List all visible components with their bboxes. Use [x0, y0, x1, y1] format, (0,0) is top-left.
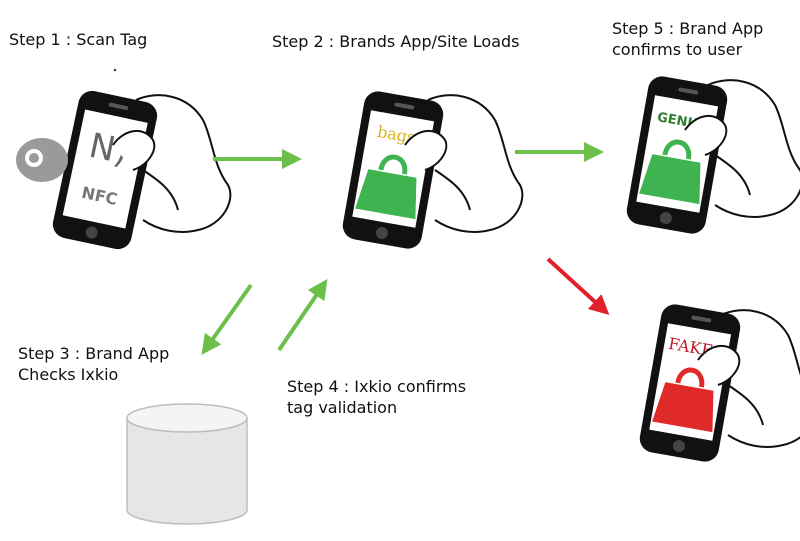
- step3-label-line2: Checks Ixkio: [18, 365, 119, 384]
- phone-step2: bagsco: [340, 89, 446, 251]
- phone-step5-genuine: GENUINE: [624, 74, 730, 236]
- step5-label: Step 5 : Brand App confirms to user: [612, 18, 763, 60]
- arrow-to-ixkio: [201, 283, 253, 355]
- step3-label: Step 3 : Brand App Checks Ixkio: [18, 343, 169, 385]
- step5-label-line1: Step 5 : Brand App: [612, 19, 764, 38]
- nfc-tag-icon: [16, 138, 68, 182]
- step4-label: Step 4 : Ixkio confirms tag validation: [287, 376, 466, 418]
- arrow-from-ixkio: [277, 279, 328, 352]
- step2-label: Step 2 : Brands App/Site Loads: [272, 32, 520, 51]
- database-icon: [126, 403, 248, 525]
- step3-label-line1: Step 3 : Brand App: [18, 344, 170, 363]
- step4-label-line2: tag validation: [287, 398, 398, 417]
- step1-label: Step 1 : Scan Tag: [9, 30, 148, 49]
- arrow-step2-to-fake: [546, 257, 610, 316]
- step5-label-line2: confirms to user: [612, 40, 743, 59]
- step4-label-line1: Step 4 : Ixkio confirms: [287, 377, 467, 396]
- phone-step5-fake: FAKE !: [637, 302, 743, 464]
- dot: [113, 68, 117, 72]
